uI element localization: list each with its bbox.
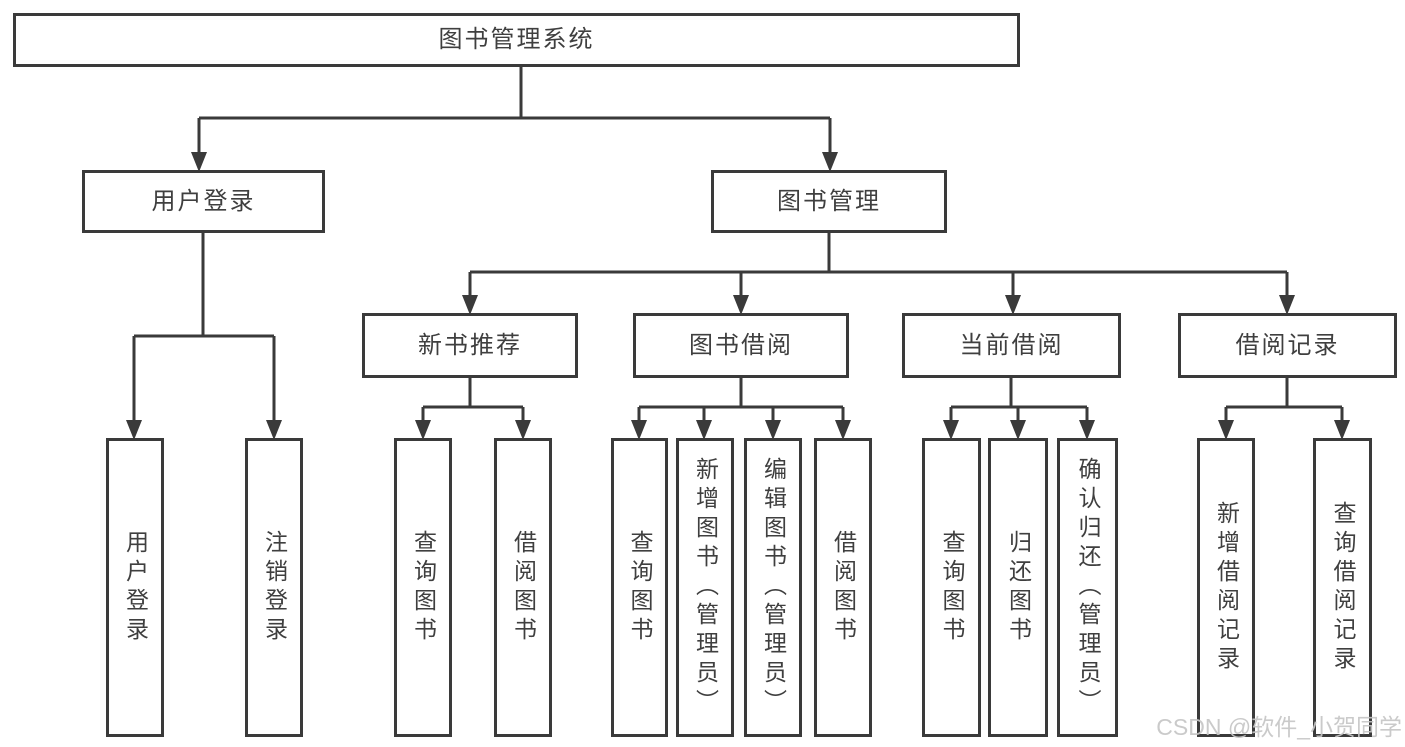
node-new-book-recommend-label: 新书推荐 bbox=[418, 331, 522, 359]
leaf-user-login: 用户登录 bbox=[106, 438, 164, 737]
leaf-query-books-recommend: 查询图书 bbox=[394, 438, 452, 737]
leaf-query-borrow-record: 查询借阅记录 bbox=[1313, 438, 1372, 737]
leaf-label: 注销登录 bbox=[261, 529, 288, 646]
leaf-add-book-admin: 新增图书（管理员） bbox=[676, 438, 734, 737]
node-system: 图书管理系统 bbox=[13, 13, 1020, 67]
node-book-borrowing-label: 图书借阅 bbox=[689, 331, 793, 359]
leaf-query-books-borrowing: 查询图书 bbox=[611, 438, 668, 737]
node-borrowing-records-label: 借阅记录 bbox=[1235, 331, 1340, 359]
node-system-label: 图书管理系统 bbox=[438, 26, 595, 53]
node-book-borrowing: 图书借阅 bbox=[633, 313, 849, 378]
leaf-label: 用户登录 bbox=[122, 529, 149, 646]
node-current-borrowing: 当前借阅 bbox=[902, 313, 1121, 378]
leaf-logout-login: 注销登录 bbox=[245, 438, 303, 737]
leaf-return-book: 归还图书 bbox=[988, 438, 1048, 737]
leaf-label: 编辑图书（管理员） bbox=[760, 457, 787, 718]
node-user-login-label: 用户登录 bbox=[151, 187, 256, 215]
leaf-label: 查询图书 bbox=[627, 529, 653, 646]
leaf-edit-book-admin: 编辑图书（管理员） bbox=[744, 438, 802, 737]
leaf-label: 查询借阅记录 bbox=[1330, 500, 1356, 675]
leaf-label: 确认归还（管理员） bbox=[1075, 457, 1101, 718]
csdn-watermark: CSDN @软件_小贺同学 bbox=[1156, 714, 1402, 740]
leaf-borrow-books-recommend: 借阅图书 bbox=[494, 438, 552, 737]
node-new-book-recommend: 新书推荐 bbox=[362, 313, 578, 378]
leaf-label: 新增借阅记录 bbox=[1213, 500, 1240, 675]
node-current-borrowing-label: 当前借阅 bbox=[959, 331, 1064, 359]
node-borrowing-records: 借阅记录 bbox=[1178, 313, 1397, 378]
leaf-label: 借阅图书 bbox=[830, 529, 857, 646]
node-user-login: 用户登录 bbox=[82, 170, 325, 233]
leaf-label: 借阅图书 bbox=[510, 529, 537, 646]
leaf-confirm-return-admin: 确认归还（管理员） bbox=[1057, 438, 1118, 737]
leaf-add-borrow-record: 新增借阅记录 bbox=[1197, 438, 1255, 737]
leaf-borrow-books-borrowing: 借阅图书 bbox=[814, 438, 872, 737]
leaf-label: 新增图书（管理员） bbox=[692, 457, 719, 718]
leaf-label: 查询图书 bbox=[410, 529, 437, 646]
node-book-management: 图书管理 bbox=[711, 170, 947, 233]
leaf-label: 归还图书 bbox=[1005, 529, 1032, 646]
leaf-query-books-current: 查询图书 bbox=[922, 438, 981, 737]
leaf-label: 查询图书 bbox=[939, 529, 965, 646]
node-book-management-label: 图书管理 bbox=[777, 187, 881, 215]
